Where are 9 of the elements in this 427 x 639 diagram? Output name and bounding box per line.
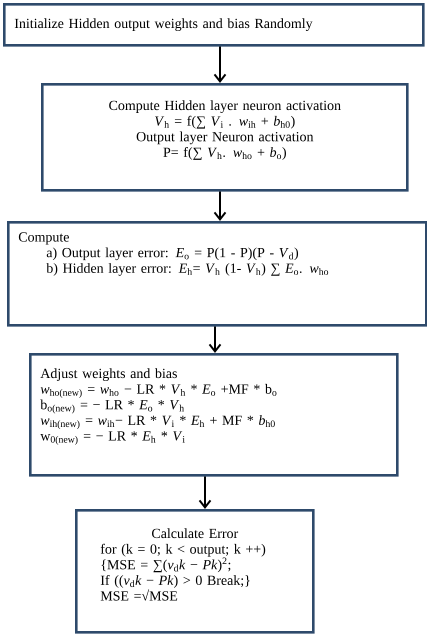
arrow — [214, 192, 226, 221]
process-box: Initialize Hidden output weights and bias Randomly — [3, 3, 425, 47]
arrow — [208, 326, 222, 353]
arrow — [198, 476, 212, 509]
process-box: Calculate Error for (k = 0; k < output; k ++) {MSE = ∑(v$_{d}$k − Pk)$^{2}$; If ((v$_{d}$k − Pk) > 0 Break;} MSE =√MSE — [75, 509, 315, 634]
process-box: Compute a) Output layer error: E$_{o}$ = P(1 - P)(P - V$_{d}$) b) Hidden layer error: E$_{h}$= V$_{h}$ (1- V$_{h}$) ∑ E$_{o}$. w$_{ho}$ — [7, 221, 427, 327]
process-box: Compute Hidden layer neuron activation V$_{h}$ = f(∑ V$_{i}$ . w$_{ih}$ + b$_{h0}$) Output layer Neuron activation P= f(∑ V$_{h}$. w$_{ho}$ + b$_{o}$) — [41, 83, 409, 192]
arrow — [214, 46, 226, 83]
process-box: Adjust weights and bias w$_{ho(new)}$ = w$_{ho}$ − LR *V$_{h}$ *E$_{o}$ +MF * b$_{o}$ b$_{o(new)}$ = − LR *E$_{o}$ *V$_{h}$ w$_{ih(new)}$ = w$_{ih}$− LR *V$_{i}$ *E$_{h}$ + MF *b$_{h0}$ w$_{0(new)}$ = − LR *E$_{h}$ *V$_{i}$ — [29, 353, 399, 477]
